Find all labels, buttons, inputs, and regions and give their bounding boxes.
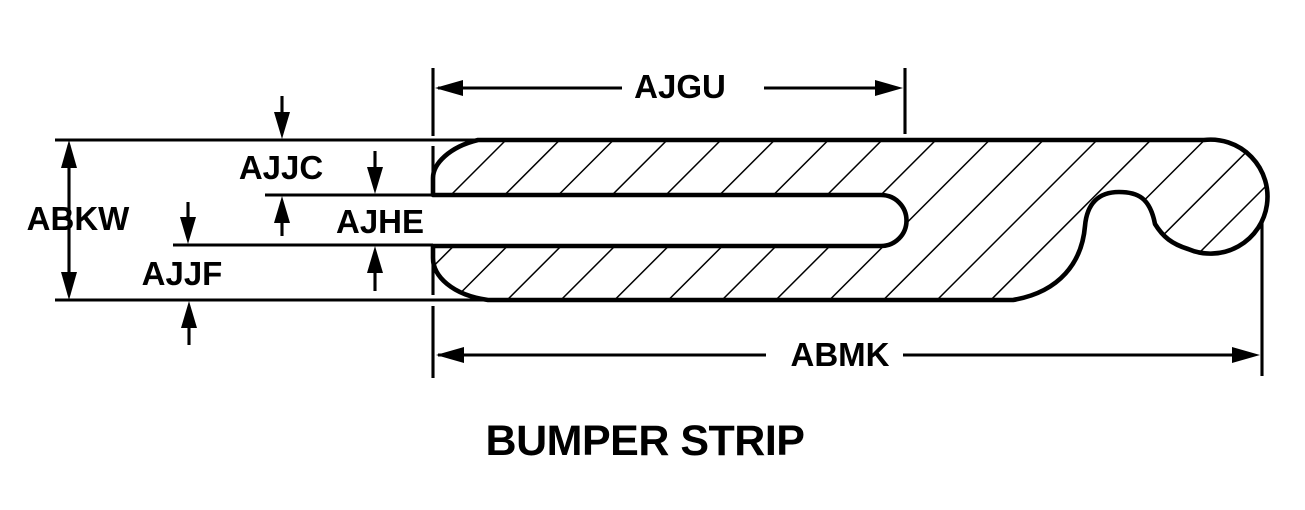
abkw-down-arrow-icon bbox=[61, 272, 77, 300]
dimension-label-ajgu: AJGU bbox=[634, 68, 726, 105]
abmk-dimension bbox=[436, 347, 1260, 363]
abmk-right-arrow-icon bbox=[1232, 347, 1260, 363]
ajhe-up-arrow-icon bbox=[367, 246, 383, 273]
dimension-label-abmk: ABMK bbox=[791, 336, 890, 373]
abkw-dimension bbox=[61, 140, 77, 300]
extension-lines bbox=[55, 68, 1264, 378]
ajhe-dimension bbox=[367, 151, 383, 291]
dimension-label-ajhe: AJHE bbox=[336, 203, 424, 240]
labels: ABKW AJJC AJHE AJJF AJGU ABMK BUMPER STR… bbox=[27, 68, 890, 465]
abkw-up-arrow-icon bbox=[61, 140, 77, 168]
ajhe-down-arrow-icon bbox=[367, 167, 383, 194]
bumper-strip-cross-section bbox=[430, 137, 1270, 303]
ajjf-up-arrow-icon bbox=[181, 301, 197, 328]
dimension-label-abkw: ABKW bbox=[27, 200, 130, 237]
ajgu-dimension bbox=[435, 80, 903, 96]
ajjc-dimension bbox=[274, 96, 290, 236]
dimension-label-ajjc: AJJC bbox=[239, 149, 323, 186]
ajjf-dimension bbox=[180, 202, 197, 345]
ajjc-down-arrow-icon bbox=[274, 112, 290, 139]
abmk-left-arrow-icon bbox=[436, 347, 464, 363]
ajgu-left-arrow-icon bbox=[435, 80, 463, 96]
dimension-label-ajjf: AJJF bbox=[142, 255, 223, 292]
ajgu-right-arrow-icon bbox=[875, 80, 903, 96]
drawing-title: BUMPER STRIP bbox=[486, 417, 805, 465]
ajjc-up-arrow-icon bbox=[274, 196, 290, 223]
ajjf-down-arrow-icon bbox=[180, 217, 196, 244]
